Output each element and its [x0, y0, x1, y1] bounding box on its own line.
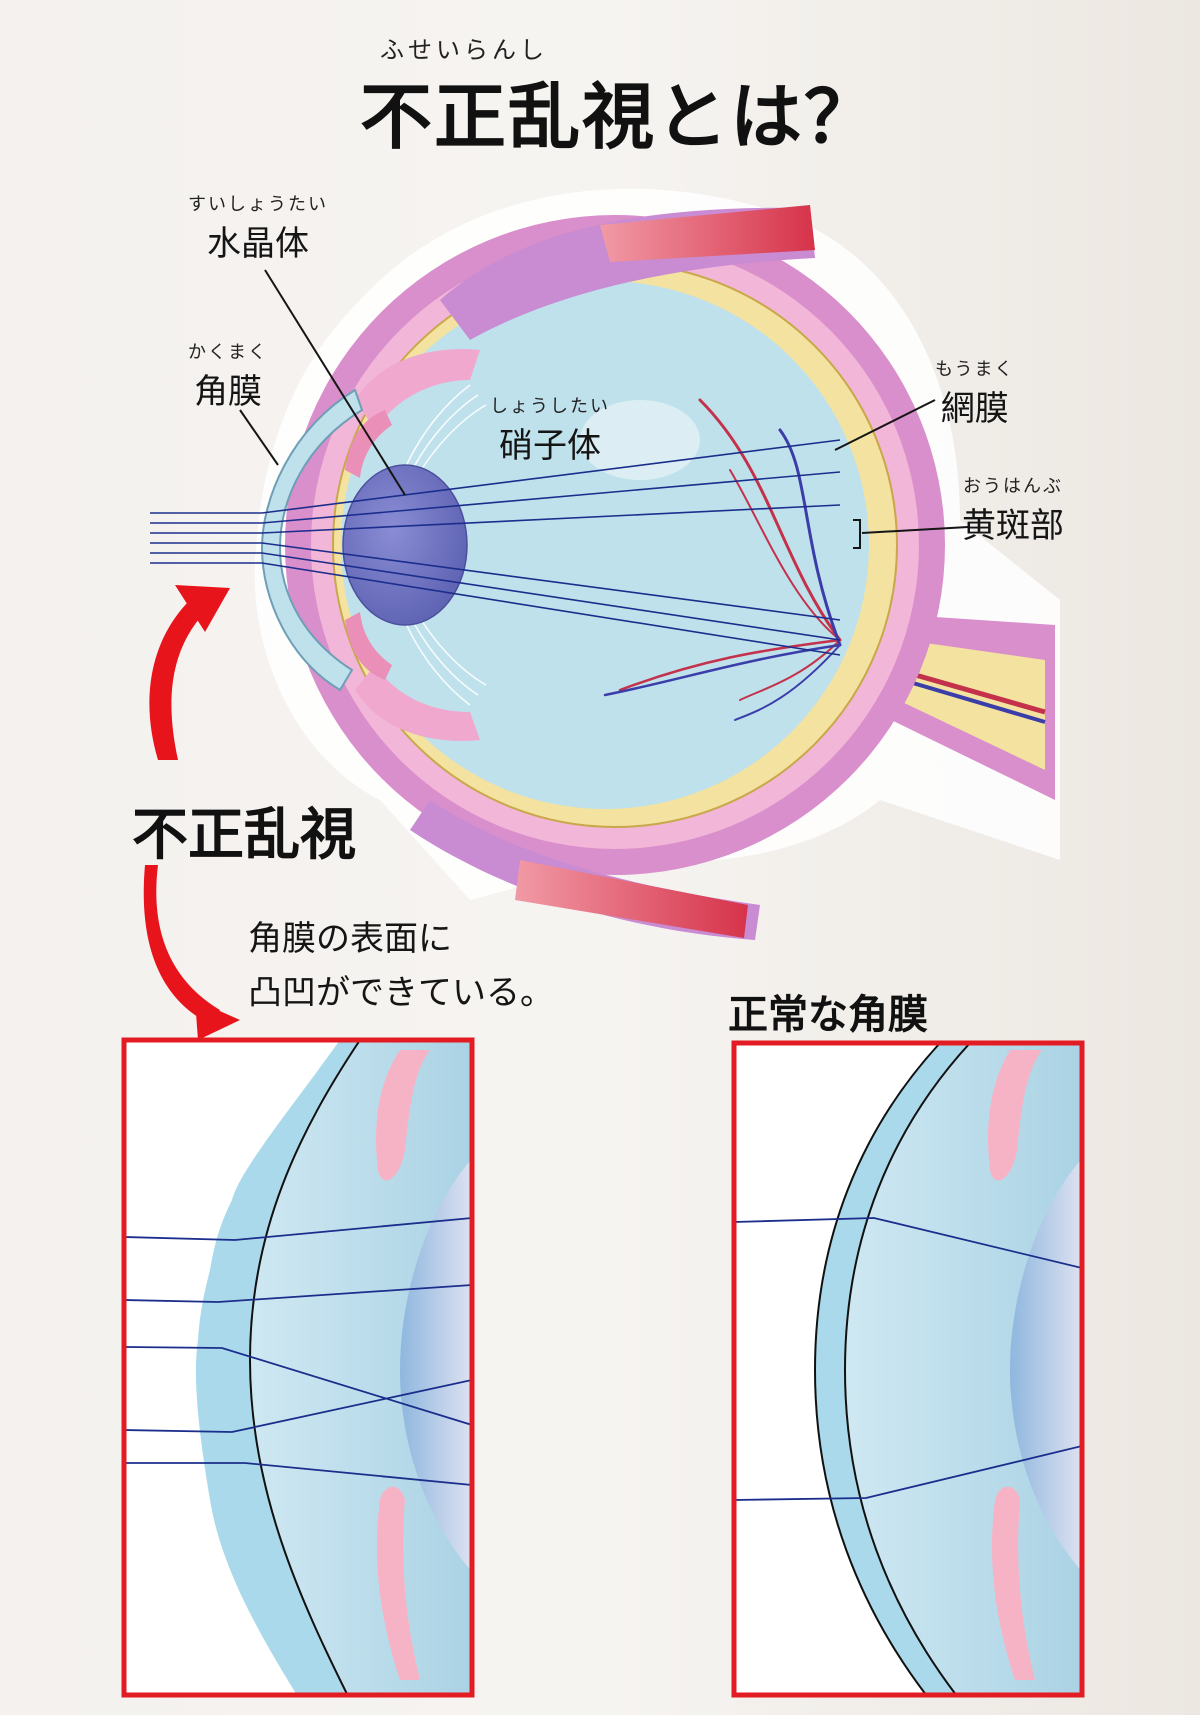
arrow-down: [143, 865, 240, 1040]
cornea: [260, 388, 364, 692]
leader-lines: [239, 269, 969, 549]
description-line-1: 角膜の表面に: [248, 919, 452, 959]
retina-ruby: もうまく: [935, 359, 1015, 380]
retina-text: 網膜: [940, 389, 1009, 429]
ciliary-top: [355, 349, 480, 430]
vitreous-ruby: しょうしたい: [490, 396, 610, 417]
page-title: 不正乱視とは？: [360, 74, 879, 159]
cornea-label: かくまく 角膜: [188, 338, 268, 413]
normal-cornea-label: 正常な角膜: [728, 992, 928, 1038]
arrow-up: [149, 585, 230, 760]
vitreous-label: しょうしたい 硝子体: [490, 392, 610, 467]
macula-label: おうはんぶ 黄斑部: [962, 472, 1064, 547]
lens-ruby: すいしょうたい: [188, 194, 328, 215]
cornea-text: 角膜: [194, 372, 262, 412]
cornea-ruby: かくまく: [188, 342, 268, 363]
retina-label: もうまく 網膜: [935, 355, 1014, 430]
vitreous-text: 硝子体: [499, 426, 601, 466]
ciliary-bottom: [355, 665, 480, 741]
crystalline-lens: [342, 464, 468, 626]
iris-bottom: [345, 612, 392, 680]
lens-label: すいしょうたい 水晶体: [188, 190, 328, 265]
irregular-cornea-panel: [124, 1040, 472, 1695]
normal-panel-frame: [731, 1040, 1085, 1698]
irregular-description: 角膜の表面に 凸凹ができている。: [248, 912, 554, 1020]
macula-ruby: おうはんぶ: [963, 476, 1063, 497]
macula-text: 黄斑部: [962, 506, 1064, 546]
title-ruby: ふせいらんし: [380, 36, 548, 64]
iris-top: [345, 410, 392, 478]
lens-text: 水晶体: [207, 224, 309, 264]
irregular-panel-frame: [121, 1037, 475, 1698]
irregular-astigmatism-label: 不正乱視: [132, 803, 356, 868]
light-rays: [150, 439, 841, 656]
normal-cornea-panel: [734, 1043, 1082, 1695]
description-line-2: 凸凹ができている。: [248, 973, 554, 1013]
